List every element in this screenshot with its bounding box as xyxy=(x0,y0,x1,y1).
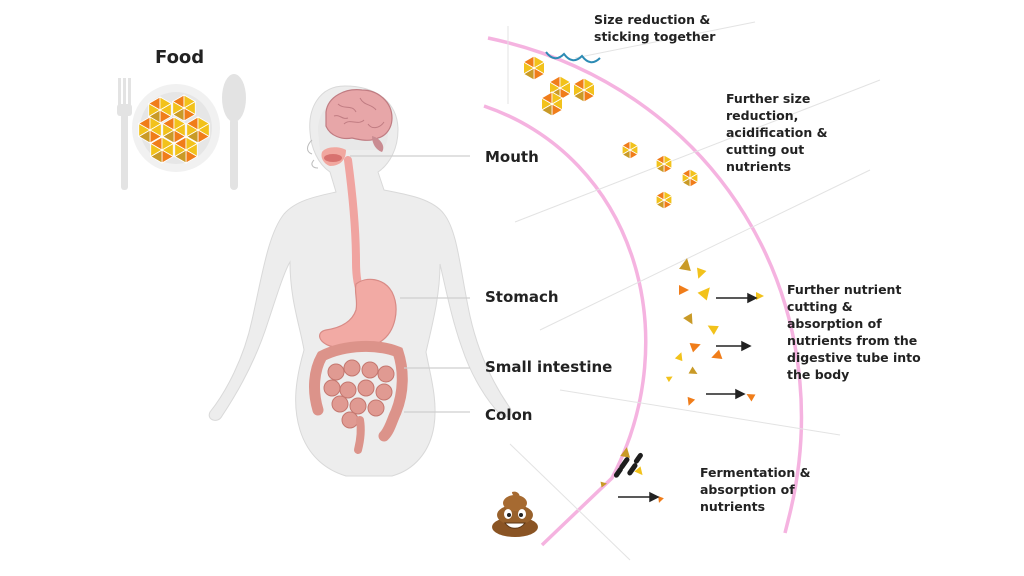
section-divider-lines xyxy=(507,21,881,561)
digestive-tube xyxy=(483,36,804,547)
organ-pointer-lines xyxy=(350,155,470,413)
plate-with-food-icon xyxy=(132,84,220,172)
mouth-label: Mouth xyxy=(485,148,539,166)
absorption-arrows xyxy=(618,292,758,503)
food-pieces-in-tube xyxy=(522,55,764,503)
stomach-step-text: Further size reduction, acidification & … xyxy=(726,91,828,174)
colon-step-text: Fermentation & absorption of nutrients xyxy=(700,465,811,514)
small-intestine-step-text: Further nutrient cutting & absorption of… xyxy=(787,282,921,382)
colon-label: Colon xyxy=(485,406,533,424)
spoon-icon xyxy=(222,74,246,190)
human-body-digestive-system-icon xyxy=(208,85,512,477)
saliva-wave xyxy=(545,51,601,64)
fork-icon xyxy=(117,78,132,190)
mouth-step-text: Size reduction & sticking together xyxy=(594,12,716,44)
stomach-label: Stomach xyxy=(485,288,559,306)
gut-bacteria xyxy=(613,452,643,478)
food-title: Food xyxy=(155,47,205,68)
poop-emoji-icon xyxy=(492,491,538,537)
small-intestine-label: Small intestine xyxy=(485,358,613,376)
